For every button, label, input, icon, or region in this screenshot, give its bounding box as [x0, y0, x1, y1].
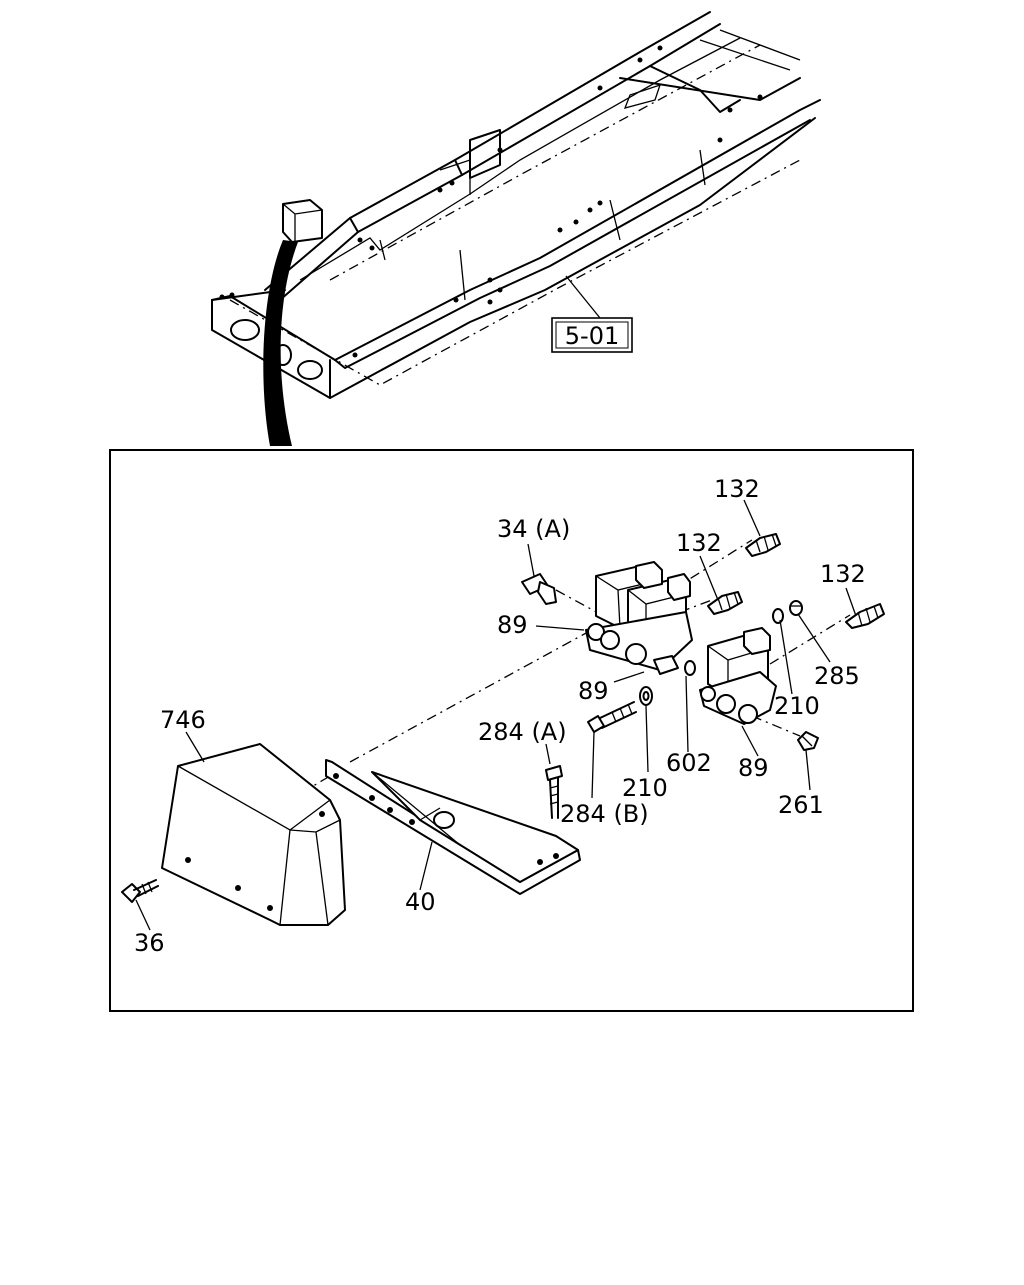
- label-40: 40: [405, 888, 436, 916]
- bracket-40: [325, 759, 581, 895]
- label-89-left: 89: [497, 611, 528, 639]
- leader-lines: [135, 499, 857, 931]
- label-210-lower: 210: [622, 774, 668, 802]
- label-284b: 284 (B): [560, 800, 649, 828]
- detail-frame: [109, 449, 914, 1012]
- label-285: 285: [814, 662, 860, 690]
- label-132-top: 132: [714, 475, 760, 503]
- small-hardware: [772, 600, 819, 751]
- reference-tag: 5-01: [551, 317, 633, 353]
- bolt-284a: [545, 765, 563, 819]
- chassis-frame-drawing: [211, 11, 821, 446]
- bolt-284b: [587, 686, 653, 733]
- label-261: 261: [778, 791, 824, 819]
- valve-assembly-single: [699, 627, 777, 725]
- bolt-36: [121, 879, 159, 903]
- fitting-34a: [521, 573, 557, 605]
- reference-tag-label: 5-01: [565, 322, 619, 350]
- label-89-lower: 89: [578, 677, 609, 705]
- fittings-132: [707, 533, 885, 629]
- label-284a: 284 (A): [478, 718, 567, 746]
- label-602: 602: [666, 749, 712, 777]
- label-746: 746: [160, 706, 206, 734]
- label-36: 36: [134, 929, 165, 957]
- label-89-right: 89: [738, 754, 769, 782]
- label-210-right: 210: [774, 692, 820, 720]
- valve-assembly-twin: [585, 561, 696, 676]
- label-132-right: 132: [820, 560, 866, 588]
- label-34a: 34 (A): [497, 515, 570, 543]
- label-132-mid: 132: [676, 529, 722, 557]
- cover-746: [161, 743, 346, 926]
- part-labels: 132 132 132 34 (A) 89 89 89 285 210 210 …: [134, 475, 866, 957]
